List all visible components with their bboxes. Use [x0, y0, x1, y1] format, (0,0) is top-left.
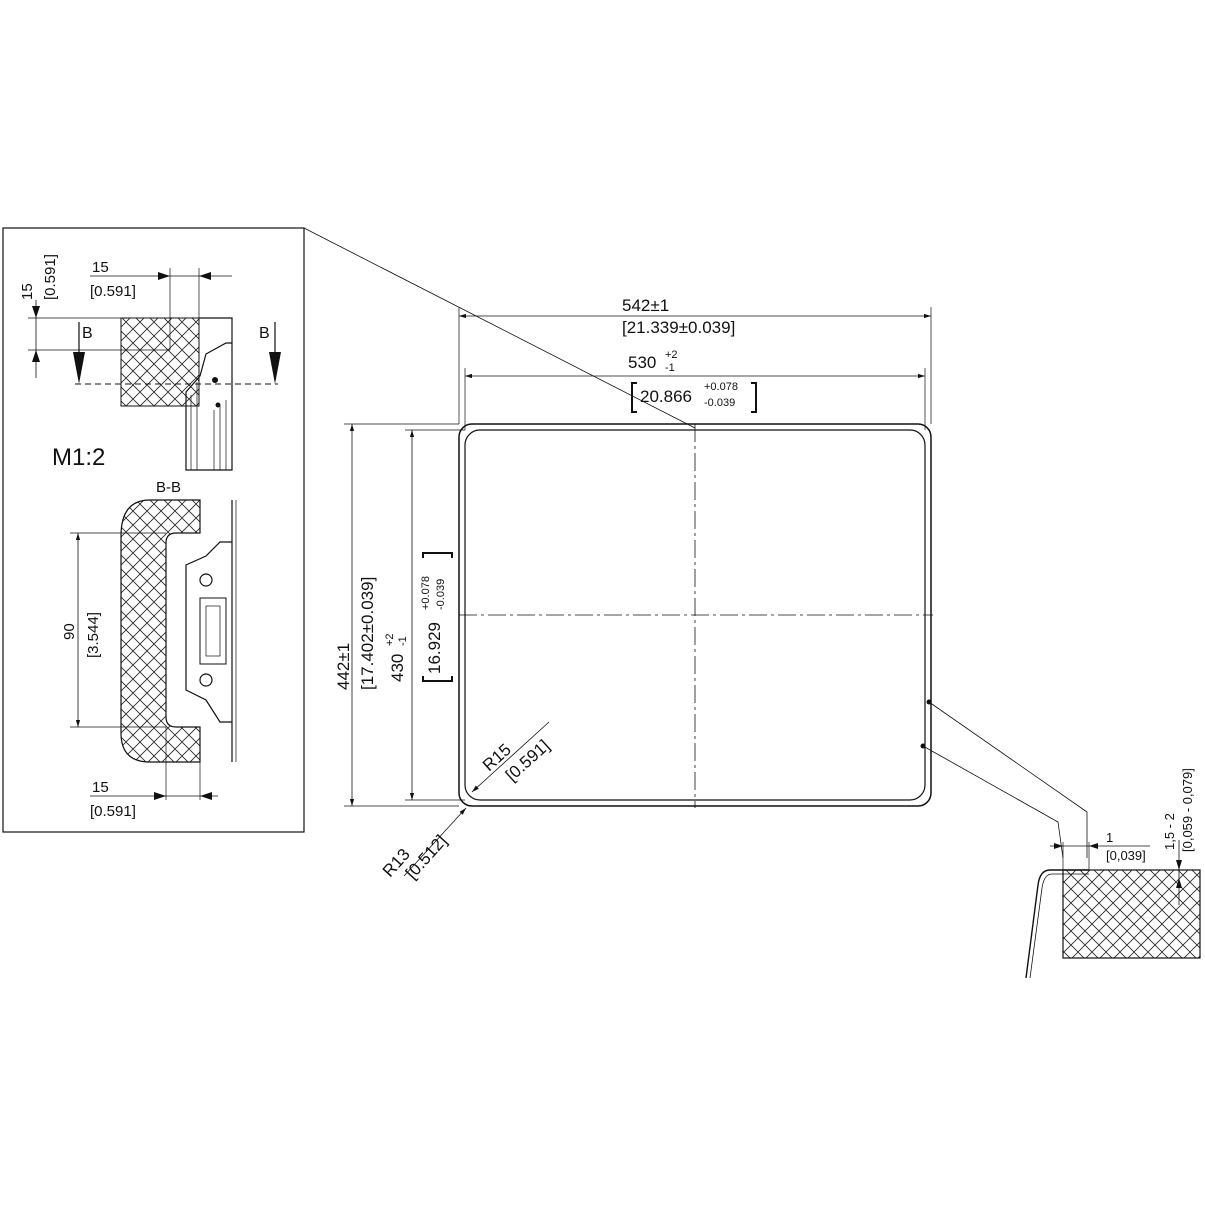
radius-r15-in: [0.591]	[502, 736, 553, 785]
edge-frame	[1025, 869, 1089, 979]
bracket-bottom	[422, 676, 453, 682]
inner-width-in: 20.866 +0.078 -0.039	[631, 381, 757, 413]
bb-gasket	[120, 499, 201, 763]
dim-arrow	[1176, 878, 1182, 888]
dim-arrow	[154, 792, 166, 800]
bb-frame-core-inner	[205, 605, 221, 657]
outer-width-in: [21.339±0.039]	[622, 318, 735, 337]
bb-frame-core	[199, 597, 227, 665]
inner-height-in-base: 16.929	[425, 622, 444, 674]
depth-in: [0,059 - 0,079]	[1180, 768, 1195, 852]
top-frame-profile	[185, 317, 233, 471]
dim-arrow	[1054, 843, 1063, 849]
dim-arrow	[32, 350, 40, 362]
dim-horizontal-in: [0.591]	[90, 283, 136, 300]
dim-vertical-in: [0.591]	[42, 254, 59, 300]
dim-bb-width-mm: 15	[92, 779, 109, 796]
section-marker-left: B	[82, 325, 93, 342]
inner-width-in-tol-minus: -0.039	[704, 397, 735, 409]
gap-mm: 1	[1106, 830, 1113, 845]
inner-height-in: 16.929 +0.078 -0.039	[420, 552, 453, 682]
scale-label: M1:2	[52, 444, 105, 471]
detail-frame	[2, 227, 305, 833]
bb-fastener-bottom	[199, 673, 213, 687]
inner-height-base: 430	[388, 654, 407, 682]
inner-width-tol-plus: +2	[665, 349, 678, 361]
inner-height-tol-minus: -1	[397, 636, 409, 646]
dim-arrow	[199, 272, 211, 280]
bracket-left	[631, 382, 637, 413]
dim-vertical-mm: 15	[19, 283, 36, 300]
inner-width-base: 530	[628, 353, 656, 372]
section-arrow-right	[269, 352, 281, 384]
section-bb: B-B 90 [3.544] 15 [0.591]	[61, 479, 237, 820]
detail-leader	[303, 227, 696, 429]
bb-fastener-top	[199, 573, 213, 587]
top-fastener	[212, 377, 218, 383]
radius-r13-leader	[403, 807, 467, 877]
gap-in: [0,039]	[1106, 848, 1146, 863]
inner-width-in-tol-plus: +0.078	[704, 381, 738, 393]
depth-mm: 1,5 - 2	[1162, 813, 1177, 850]
dim-bb-width-in: [0.591]	[90, 803, 136, 820]
main-view: 542±1 [21.339±0.039] 530 +2 -1 20.866 +0…	[334, 296, 933, 883]
outer-height-in: [17.402±0.039]	[358, 577, 377, 690]
dim-bb-height-in: [3.544]	[85, 612, 102, 658]
edge-frame-inner	[1029, 873, 1089, 979]
dim-arrow	[32, 306, 40, 318]
edge-leader-2	[922, 745, 1064, 859]
top-frame-inner	[190, 382, 227, 470]
section-title: B-B	[156, 479, 181, 496]
edge-leader-1	[928, 701, 1088, 858]
dim-bb-height-mm: 90	[61, 623, 78, 640]
inner-width-in-base: 20.866	[640, 387, 692, 406]
dim-horizontal-mm: 15	[92, 259, 109, 276]
dim-arrow	[200, 792, 212, 800]
outer-height-mm: 442±1	[334, 643, 353, 690]
top-fastener-2	[215, 402, 221, 408]
outer-width-mm: 542±1	[622, 296, 669, 315]
inner-height-in-tol-plus: +0.078	[420, 576, 432, 610]
top-section: B B 15 [0.591] 15 [0.591]	[19, 254, 281, 471]
bb-frame-body	[185, 541, 232, 723]
section-arrow-left	[73, 352, 85, 384]
inner-height-mm: 430 +2 -1	[384, 633, 409, 682]
inner-width-mm: 530 +2 -1	[628, 349, 678, 374]
radius-r15-leader	[471, 721, 550, 793]
dim-arrow	[1176, 860, 1182, 870]
inner-height-tol-plus: +2	[384, 633, 396, 646]
bracket-top	[422, 552, 453, 558]
dim-arrow	[1089, 843, 1098, 849]
edge-detail: 1 [0,039] 1,5 - 2 [0,059 - 0,079]	[920, 699, 1201, 979]
section-marker-right: B	[259, 325, 270, 342]
dim-arrow	[158, 272, 170, 280]
top-gasket	[120, 317, 200, 407]
inner-width-tol-minus: -1	[665, 362, 675, 374]
detail-view: B B 15 [0.591] 15 [0.591] M1:2 B-B	[2, 227, 696, 833]
bracket-right	[751, 382, 757, 413]
inner-height-in-tol-minus: -0.039	[435, 579, 447, 610]
